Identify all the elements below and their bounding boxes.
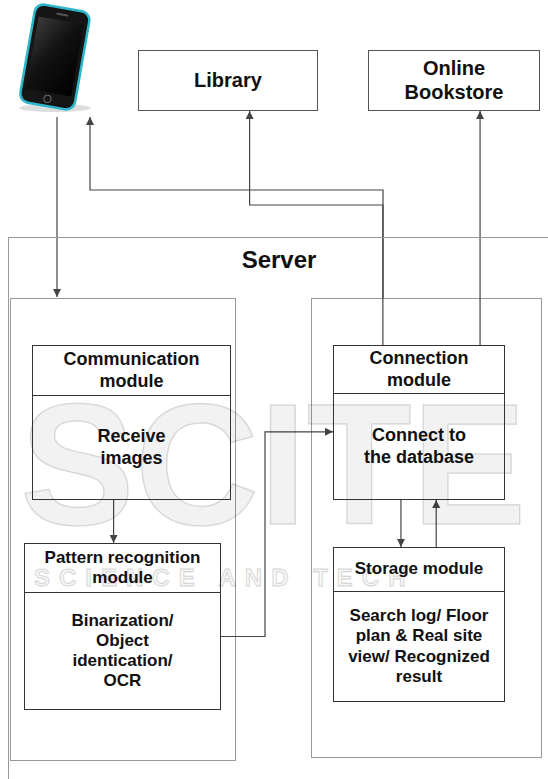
module-title: Connection module	[342, 348, 496, 390]
box-label: Online Bookstore	[395, 57, 513, 104]
server-to-phone-line	[90, 117, 383, 298]
module-body: Receive images	[33, 396, 230, 499]
bookstore-box: Online Bookstore	[368, 50, 540, 111]
module-title: Storage module	[355, 559, 483, 579]
phone-button	[43, 95, 51, 103]
module-body: Connect to the database	[334, 394, 504, 499]
module-title: Pattern recognition module	[29, 548, 216, 588]
phone-speaker	[56, 13, 68, 17]
module-body: Binarization/ Object identication/ OCR	[25, 593, 220, 709]
module-box: Storage moduleSearch log/ Floor plan & R…	[333, 547, 505, 702]
module-header: Connection module	[334, 346, 504, 394]
module-body: Search log/ Floor plan & Real site view/…	[334, 592, 504, 701]
phone-screen	[26, 17, 84, 97]
server-box: ServerCommunication moduleReceive images…	[8, 237, 548, 779]
module-header: Communication module	[33, 346, 230, 396]
library-box: Library	[138, 50, 318, 111]
smartphone-illustration	[17, 2, 92, 113]
module-box: Pattern recognition moduleBinarization/ …	[24, 543, 221, 710]
server-title: Server	[9, 238, 548, 274]
module-box: Communication moduleReceive images	[32, 345, 231, 500]
module-header: Storage module	[334, 548, 504, 592]
phone-to-server-line	[56, 117, 57, 297]
box-label: Library	[194, 69, 262, 93]
connector-arrow	[479, 111, 480, 345]
phone-body	[20, 5, 89, 110]
phone-rim	[17, 2, 92, 113]
module-title: Communication module	[37, 349, 226, 391]
module-body-text: Binarization/ Object identication/ OCR	[65, 611, 180, 691]
connector-arrow	[250, 111, 383, 345]
module-body-text: Search log/ Floor plan & Real site view/…	[344, 606, 494, 686]
module-body-text: Connect to the database	[358, 425, 480, 467]
module-header: Pattern recognition module	[25, 544, 220, 593]
module-box: Connection moduleConnect to the database	[333, 345, 505, 500]
module-body-text: Receive images	[83, 426, 180, 468]
